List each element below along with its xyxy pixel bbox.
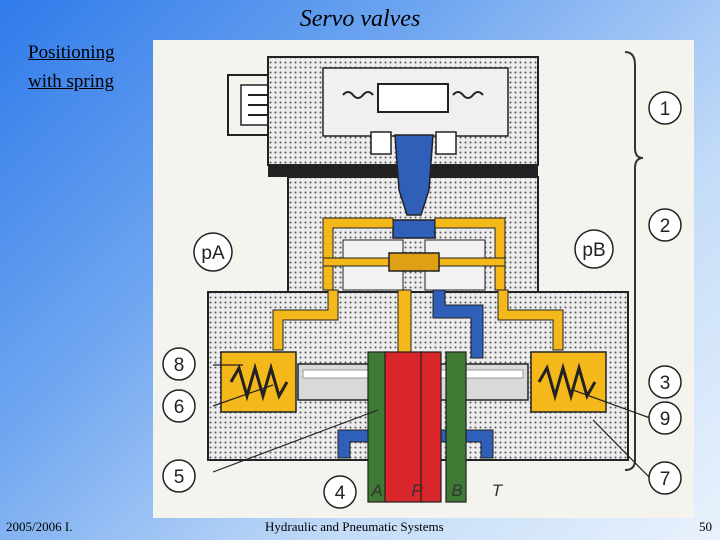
callout-2-text: 2 bbox=[660, 216, 671, 237]
footer-course: Hydraulic and Pneumatic Systems bbox=[265, 519, 444, 534]
spool-body bbox=[207, 289, 629, 503]
callout-1: 1 bbox=[648, 91, 682, 125]
port-b-label: B bbox=[451, 481, 462, 500]
callout-8-text: 8 bbox=[174, 355, 185, 376]
link-line-1: Positioning bbox=[28, 42, 115, 63]
link-line-2: with spring bbox=[28, 71, 115, 92]
port-a-label: A bbox=[370, 481, 382, 500]
port-label-pb-text: pB bbox=[582, 240, 605, 261]
leader-lines bbox=[212, 364, 651, 479]
callout-8: 8 bbox=[162, 347, 196, 381]
nozzle-body bbox=[287, 134, 539, 293]
footer-date: 2005/2006 I. bbox=[6, 519, 73, 534]
port-p-label: P bbox=[411, 481, 423, 500]
positioning-link[interactable]: Positioning with spring bbox=[28, 38, 115, 96]
callout-1-text: 1 bbox=[660, 99, 671, 120]
callout-6-text: 6 bbox=[174, 397, 185, 418]
torque-motor bbox=[227, 56, 539, 177]
callout-9: 9 bbox=[648, 401, 682, 435]
callout-3-text: 3 bbox=[660, 373, 671, 394]
callout-4: 4 bbox=[323, 475, 357, 509]
callout-3: 3 bbox=[648, 365, 682, 399]
callout-9-text: 9 bbox=[660, 409, 671, 430]
callout-5: 5 bbox=[162, 459, 196, 493]
callout-7: 7 bbox=[648, 461, 682, 495]
section-brackets bbox=[624, 51, 644, 471]
callout-5-text: 5 bbox=[174, 467, 185, 488]
port-label-pa: pA bbox=[193, 232, 233, 272]
bottom-port-labels: A P B T bbox=[370, 481, 503, 500]
port-label-pa-text: pA bbox=[201, 243, 225, 264]
callout-4-text: 4 bbox=[335, 483, 346, 504]
port-label-pb: pB bbox=[574, 229, 614, 269]
servo-valve-diagram: pA pB 1 2 3 4 5 6 7 8 9 A P bbox=[153, 40, 694, 518]
port-t-label: T bbox=[492, 481, 504, 500]
servo-valve-svg: pA pB 1 2 3 4 5 6 7 8 9 A P bbox=[162, 51, 682, 509]
callout-6: 6 bbox=[162, 389, 196, 423]
callout-2: 2 bbox=[648, 208, 682, 242]
page-number: 50 bbox=[699, 519, 712, 534]
slide-title: Servo valves bbox=[299, 6, 421, 32]
callout-7-text: 7 bbox=[660, 469, 671, 490]
